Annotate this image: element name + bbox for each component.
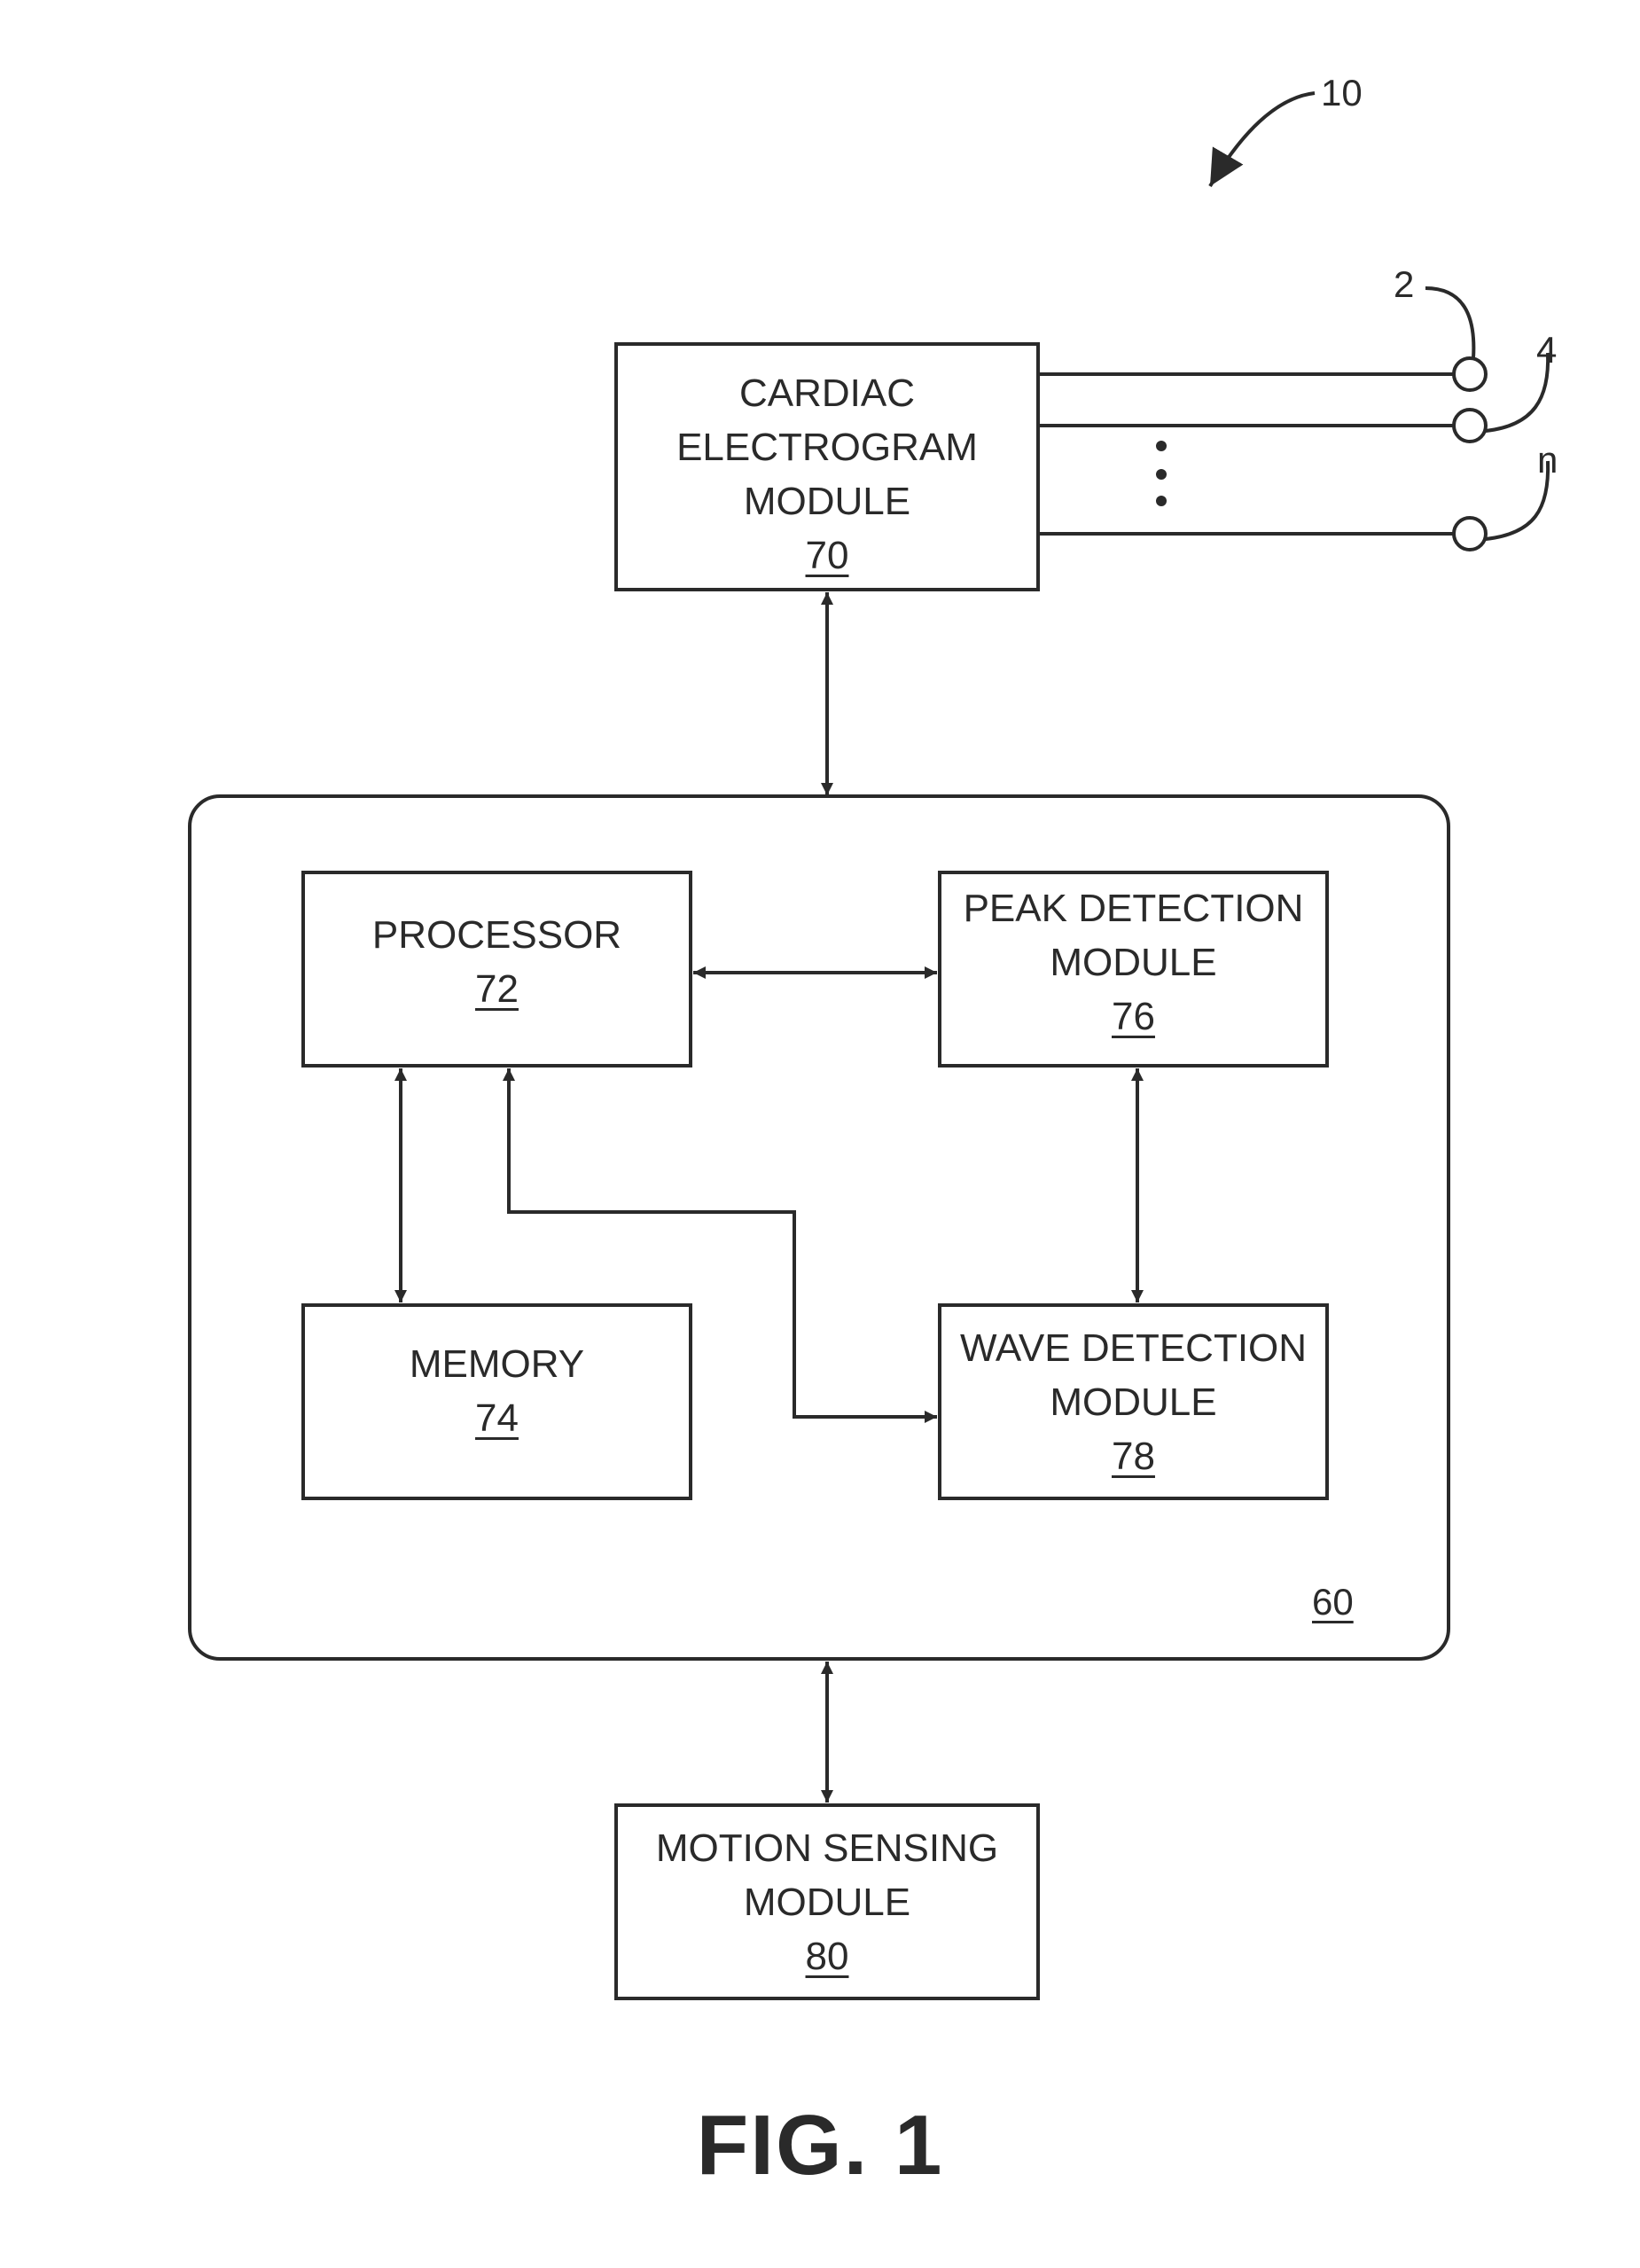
memory-label: MEMORY 74: [303, 1337, 691, 1445]
ellipsis-dot: [1156, 469, 1167, 480]
memory-ref-number: 74: [303, 1391, 691, 1445]
electrode-n-terminal: [1454, 518, 1486, 550]
ecg-line-2: ELECTROGRAM: [616, 420, 1038, 474]
ellipsis-dot: [1156, 496, 1167, 506]
ecg-module-label: CARDIAC ELECTROGRAM MODULE 70: [616, 366, 1038, 583]
motion-ref-number: 80: [616, 1929, 1038, 1983]
processor-label: PROCESSOR 72: [303, 908, 691, 1016]
ecg-line-1: CARDIAC: [616, 366, 1038, 420]
wave-ref-number: 78: [940, 1429, 1327, 1483]
motion-line-1: MOTION SENSING: [616, 1821, 1038, 1875]
ellipsis-dot: [1156, 441, 1167, 451]
electrode-4-terminal: [1454, 410, 1486, 442]
motion-line-2: MODULE: [616, 1875, 1038, 1929]
processor-line-1: PROCESSOR: [303, 908, 691, 962]
processor-ref-number: 72: [303, 962, 691, 1016]
peak-line-2: MODULE: [940, 935, 1327, 989]
wave-detection-label: WAVE DETECTION MODULE 78: [940, 1321, 1327, 1483]
system-ref-label: 10: [1321, 73, 1363, 113]
memory-line-1: MEMORY: [303, 1337, 691, 1391]
wave-line-2: MODULE: [940, 1375, 1327, 1429]
system-ref-leader: [1210, 93, 1315, 186]
electrode-2-label: 2: [1394, 264, 1414, 305]
motion-sensing-label: MOTION SENSING MODULE 80: [616, 1821, 1038, 1983]
peak-detection-label: PEAK DETECTION MODULE 76: [940, 881, 1327, 1044]
electrode-2-terminal: [1454, 358, 1486, 390]
figure-caption: FIG. 1: [0, 2097, 1640, 2194]
ecg-ref-number: 70: [616, 528, 1038, 583]
electrode-2-leader: [1425, 288, 1473, 358]
peak-line-1: PEAK DETECTION: [940, 881, 1327, 935]
peak-ref-number: 76: [940, 989, 1327, 1044]
wave-line-1: WAVE DETECTION: [940, 1321, 1327, 1375]
electrode-4-label: 4: [1536, 330, 1557, 371]
housing-60-label: 60: [1312, 1582, 1354, 1623]
electrode-n-label: n: [1537, 440, 1558, 481]
ecg-line-3: MODULE: [616, 474, 1038, 528]
